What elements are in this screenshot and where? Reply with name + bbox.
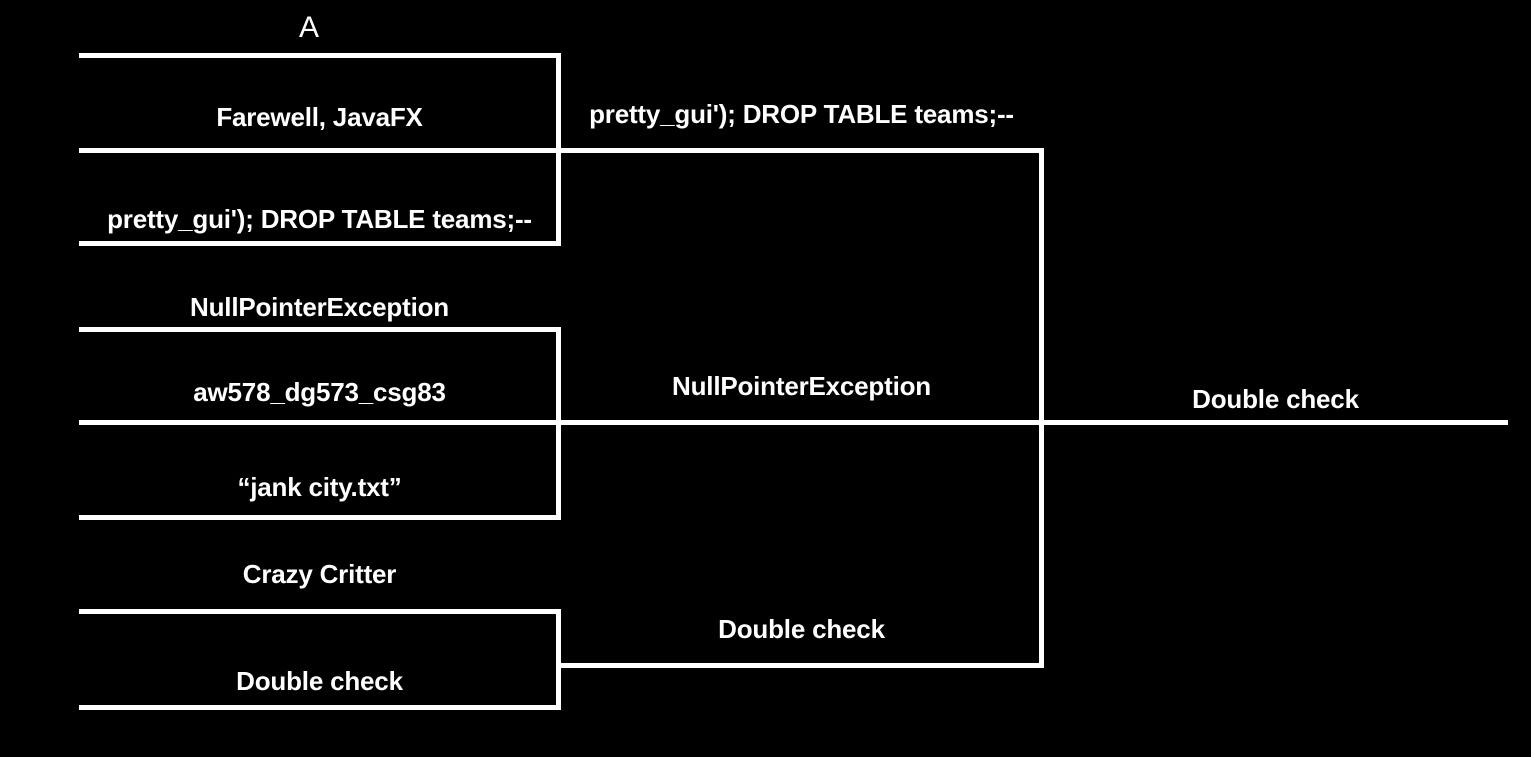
r1-slot-5-label[interactable]: “jank city.txt”	[237, 472, 402, 502]
r3-slot-1-label[interactable]: Double check	[1192, 384, 1359, 414]
r1-m2-right-edge	[556, 327, 561, 520]
r2-m1-bottom-line	[560, 663, 1043, 668]
r1-m3-right-edge	[556, 609, 561, 710]
r1-slot-1-label[interactable]: Farewell, JavaFX	[216, 102, 423, 132]
r2-slot-2-label[interactable]: NullPointerException	[672, 371, 931, 401]
r1-m2-bottom-line	[79, 515, 560, 520]
r2-slot-1-label[interactable]: pretty_gui'); DROP TABLE teams;--	[589, 99, 1014, 129]
r1-m2-mid-line	[79, 420, 560, 425]
r1-m1-top-line	[79, 53, 560, 58]
r1-slot-7-label[interactable]: Double check	[236, 666, 403, 696]
r2-m1-top-line	[560, 148, 1043, 153]
bracket-title: A	[298, 11, 319, 44]
r1-m2-top-line	[79, 327, 560, 332]
r1-m3-top-line	[79, 609, 560, 614]
r1-m3-bottom-line	[79, 705, 560, 710]
r1-slot-4-label[interactable]: aw578_dg573_csg83	[193, 377, 446, 407]
r2-m1-mid-line	[560, 420, 1043, 425]
r1-slot-6-label[interactable]: Crazy Critter	[242, 559, 397, 589]
r2-m1-right-edge	[1039, 148, 1044, 668]
r1-slot-2-label[interactable]: pretty_gui'); DROP TABLE teams;--	[107, 204, 532, 234]
r1-slot-3-label[interactable]: NullPointerException	[190, 292, 449, 322]
r2-slot-3-label[interactable]: Double check	[718, 614, 885, 644]
r3-m1-line	[1039, 420, 1508, 425]
r1-m1-mid-line	[79, 148, 560, 153]
r1-m1-bottom-line	[79, 241, 560, 246]
r1-m1-right-edge	[556, 53, 561, 246]
